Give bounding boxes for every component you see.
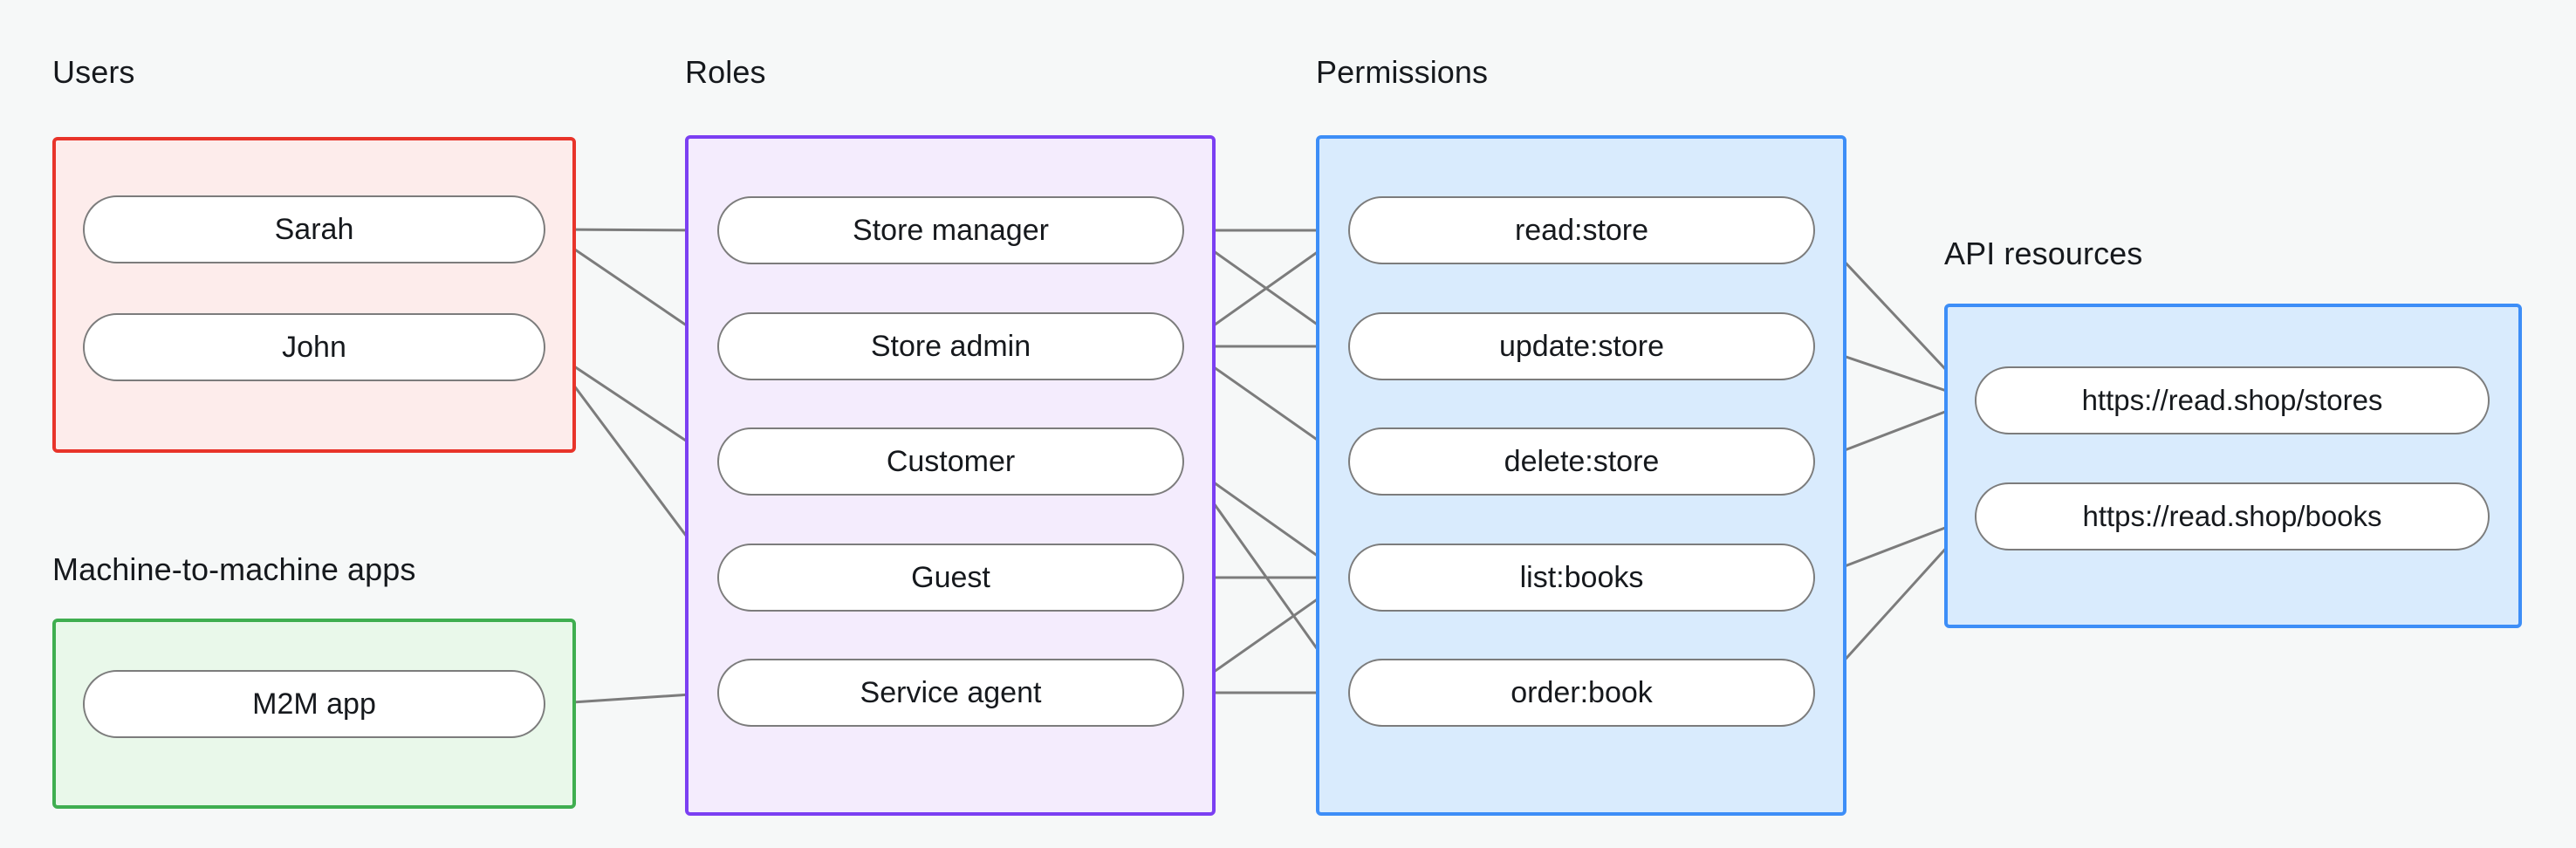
group-title-permissions: Permissions <box>1316 54 1489 90</box>
node-list-books[interactable]: list:books <box>1348 544 1815 612</box>
group-title-roles: Roles <box>685 54 766 90</box>
node-update-store[interactable]: update:store <box>1348 312 1815 380</box>
group-title-m2m: Machine-to-machine apps <box>52 551 416 587</box>
node-order-book[interactable]: order:book <box>1348 659 1815 727</box>
node-store-manager[interactable]: Store manager <box>717 196 1184 264</box>
node-books-url[interactable]: https://read.shop/books <box>1975 482 2490 551</box>
node-customer[interactable]: Customer <box>717 427 1184 496</box>
group-title-users: Users <box>52 54 135 90</box>
node-john[interactable]: John <box>83 313 545 381</box>
node-read-store[interactable]: read:store <box>1348 196 1815 264</box>
group-title-api-resources: API resources <box>1944 236 2143 271</box>
node-stores-url[interactable]: https://read.shop/stores <box>1975 366 2490 434</box>
node-store-admin[interactable]: Store admin <box>717 312 1184 380</box>
node-sarah[interactable]: Sarah <box>83 195 545 263</box>
node-service-agent[interactable]: Service agent <box>717 659 1184 727</box>
group-box-users <box>52 137 576 453</box>
node-guest[interactable]: Guest <box>717 544 1184 612</box>
node-delete-store[interactable]: delete:store <box>1348 427 1815 496</box>
node-m2m-app[interactable]: M2M app <box>83 670 545 738</box>
group-box-api-resources <box>1944 304 2522 628</box>
